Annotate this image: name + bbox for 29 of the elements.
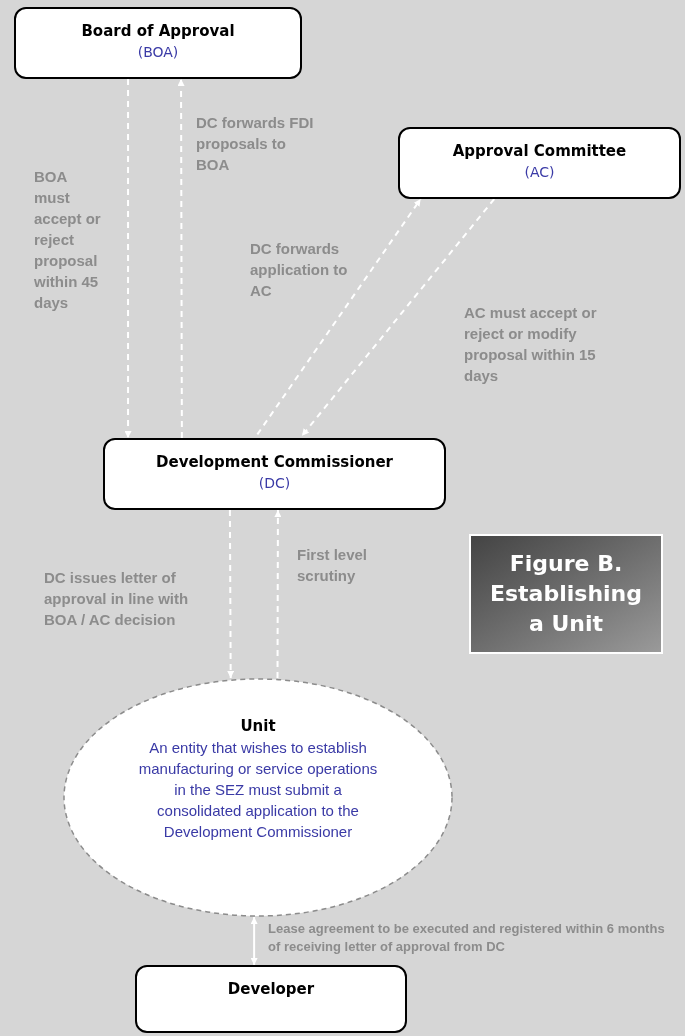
arrow	[256, 198, 422, 436]
figure-title: Figure B. Establishing a Unit	[469, 534, 663, 654]
edge-label: DC forwards FDI proposals to BOA	[196, 113, 314, 175]
entity-box	[398, 127, 681, 199]
arrow	[274, 509, 282, 679]
edge-label: First level scrutiny	[297, 545, 369, 586]
edge-label: DC issues letter of approval in line with BOA / AC decision	[44, 568, 190, 630]
node-title: Development Commissioner	[156, 452, 393, 473]
edge-label: DC forwards application to AC	[250, 239, 349, 301]
entity-box	[14, 7, 302, 79]
arrow	[300, 198, 496, 437]
arrow	[227, 509, 235, 679]
edge-label: BOA must accept or reject proposal within 45 days	[34, 167, 102, 313]
node-abbreviation: (BOA)	[137, 43, 179, 62]
unit-ellipse	[63, 678, 453, 917]
node-title: Board of Approval	[81, 21, 235, 42]
entity-box	[103, 438, 446, 510]
node-title: Unit	[240, 716, 276, 737]
arrow	[124, 78, 132, 439]
entity-box	[135, 965, 407, 1033]
node-title: Developer	[227, 979, 315, 1000]
node-title: Approval Committee	[452, 141, 627, 162]
node-description: An entity that wishes to establish manufacturing or service operations in the SEZ must submit a consolidated application to the Development Commissioner	[137, 738, 379, 842]
node-abbreviation: (AC)	[524, 163, 555, 182]
arrow	[250, 916, 258, 966]
arrow	[177, 78, 185, 439]
edge-label: AC must accept or reject or modify proposal within 15 days	[464, 303, 598, 386]
node-abbreviation: (DC)	[258, 474, 291, 493]
edge-label: Lease agreement to be executed and registered within 6 months of receiving letter of approval from DC	[268, 920, 666, 956]
